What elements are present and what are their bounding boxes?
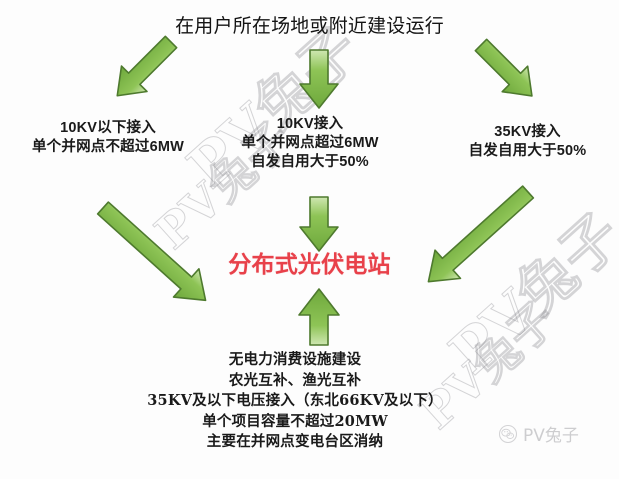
- arrow-top-to-left-branch: [116, 35, 178, 97]
- bottom-line-4: 单个项目容量不超过20MW: [202, 412, 388, 430]
- brand-logo-label: PV兔子: [523, 426, 579, 446]
- branch-right-text: 35KV接入 自发自用大于50%: [440, 123, 615, 161]
- center-node-title: 分布式光伏电站: [228, 251, 391, 278]
- bottom-line-3: 35KV及以下电压接入（东北66KV及以下）: [147, 392, 443, 410]
- bottom-line-5: 主要在并网点变电台区消纳: [206, 433, 384, 451]
- branch-right-line-2: 自发自用大于50%: [468, 143, 587, 160]
- branch-left-line-1: 10KV以下接入: [60, 120, 156, 136]
- bottom-line-2: 农光互补、渔光互补: [228, 371, 362, 389]
- arrow-top-to-right-branch: [474, 38, 533, 97]
- arrow-center-branch-to-center: [299, 196, 339, 252]
- branch-left-line-2: 单个并网点不超过6MW: [31, 139, 185, 156]
- branch-center-line-3: 自发自用大于50%: [251, 154, 369, 171]
- bottom-line-1: 无电力消费设施建设: [228, 351, 362, 368]
- branch-center-line-2: 单个并网点超过6MW: [241, 135, 379, 152]
- branch-left-text: 10KV以下接入 单个并网点不超过6MW: [8, 119, 208, 157]
- branch-right-line-1: 35KV接入: [494, 124, 561, 140]
- branch-center-line-1: 10KV接入: [276, 116, 344, 132]
- bottom-conditions: 无电力消费设施建设 农光互补、渔光互补 35KV及以下电压接入（东北66KV及以…: [85, 350, 505, 453]
- arrow-bottom-to-center: [298, 288, 340, 346]
- brand-logo: PV兔子: [498, 421, 579, 446]
- wechat-icon: [498, 424, 518, 443]
- branch-center-text: 10KV接入 单个并网点超过6MW 自发自用大于50%: [215, 115, 405, 172]
- top-title: 在用户所在场地或附近建设运行: [175, 15, 444, 37]
